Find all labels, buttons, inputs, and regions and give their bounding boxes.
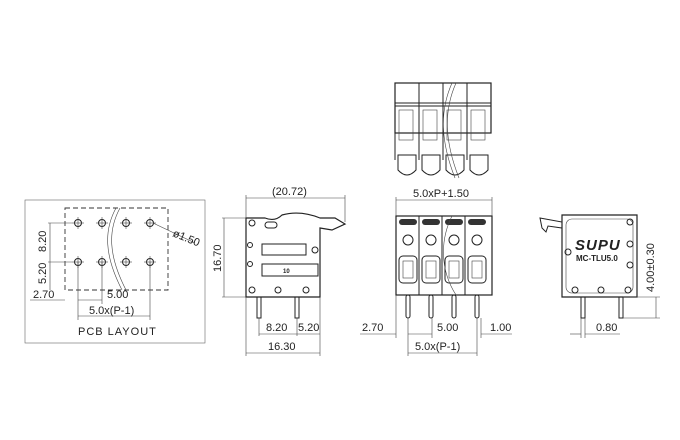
front-dim-edge: 1.00 (490, 322, 511, 334)
screw-hole (425, 234, 437, 246)
top-view (394, 82, 492, 179)
front-dim-pitch: 5.00 (437, 322, 458, 334)
top-cell (422, 109, 438, 141)
top-lever (397, 154, 417, 176)
pin (451, 294, 457, 319)
pcb-dim-row-spacing: 8.20 (37, 231, 49, 252)
brand-logo: SUPU (575, 237, 621, 254)
screw-hole (471, 234, 483, 246)
pcb-dim-hole: ø1.50 (171, 228, 202, 250)
top-lever (469, 154, 489, 176)
side-dim-base: 16.30 (268, 341, 296, 353)
model-label: MC-TLU5.0 (576, 254, 618, 263)
front-dim-offset: 2.70 (362, 322, 383, 334)
wire-entry (421, 255, 441, 284)
top-cell (446, 109, 462, 141)
pcb-dim-offset: 2.70 (33, 289, 54, 301)
top-cell (470, 109, 486, 141)
pcb-dim-span: 5.0x(P-1) (89, 305, 134, 317)
pcb-dim-edge-row: 5.20 (37, 263, 49, 284)
pcb-layout: 8.20 5.20 2.70 5.00 5.0x(P-1) ø1.50 PCB … (24, 199, 206, 344)
top-lever (421, 154, 441, 176)
wire-entry (444, 255, 464, 284)
pin (405, 294, 411, 319)
side-label-marking: 10 (283, 269, 290, 275)
side-view: 10 (20.72) 16.70 8.20 5.20 16.30 (212, 186, 347, 356)
wire-entry (467, 255, 487, 284)
front-view: 5.0xP+1.50 2.70 5.00 1.00 5.0x(P-1) (360, 188, 512, 356)
pcb-dim-pitch: 5.00 (107, 289, 128, 301)
screw-hole (448, 234, 460, 246)
screw-hole (402, 234, 414, 246)
side-dim-pin-spacing: 8.20 (266, 322, 287, 334)
pin (474, 294, 480, 319)
front-dim-total: 5.0xP+1.50 (413, 188, 469, 200)
top-lever (445, 154, 465, 176)
pcb-layout-title: PCB LAYOUT (78, 326, 157, 338)
wire-entry (398, 255, 418, 284)
release-button (468, 219, 486, 225)
release-button (422, 219, 440, 225)
rear-dim-pin-width: 0.80 (596, 322, 617, 334)
side-dim-pin-edge: 5.20 (298, 322, 319, 334)
side-dim-width: (20.72) (272, 186, 307, 198)
pin (428, 294, 434, 319)
release-button (399, 219, 417, 225)
release-button (445, 219, 463, 225)
rear-dim-pin-length: 4.00±0.30 (645, 243, 657, 292)
rear-view: SUPU MC-TLU5.0 4.00±0.30 0.80 (539, 214, 660, 338)
side-dim-height: 16.70 (212, 244, 224, 272)
front-dim-span: 5.0x(P-1) (415, 341, 460, 353)
top-cell (398, 109, 414, 141)
